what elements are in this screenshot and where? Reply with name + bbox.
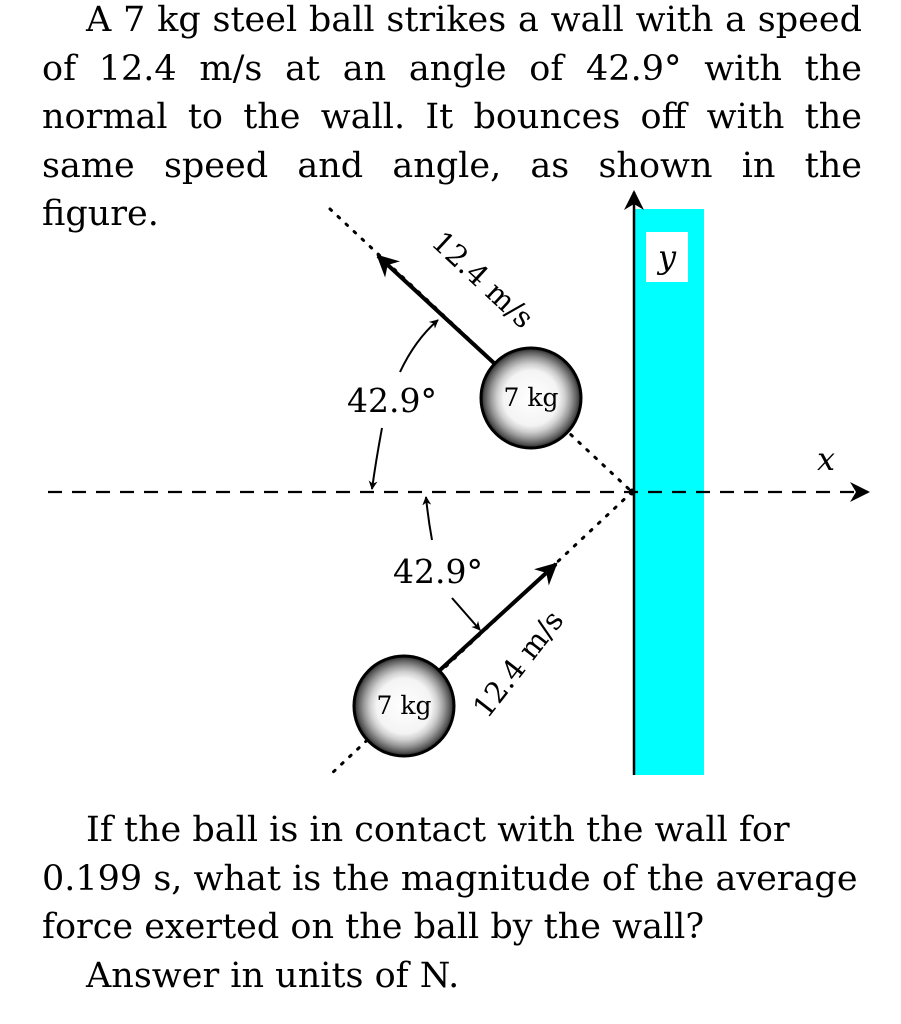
intro-line-3: normal to the wall. It bounces off with … — [42, 97, 862, 137]
lower-ball-label: 7 kg — [376, 691, 431, 720]
answer-prompt: Answer in units of N. — [86, 956, 460, 996]
lower-trajectory — [328, 490, 634, 777]
lower-speed-label: 12.4 m/s — [466, 604, 570, 724]
lower-angle-label: 42.9° — [393, 552, 483, 591]
upper-ball-label: 7 kg — [503, 383, 558, 412]
problem-intro: A 7 kg steel ball strikes a wall with a … — [42, 0, 862, 239]
question-line-3: force exerted on the ball by the wall? — [42, 907, 705, 947]
intro-line-2: of 12.4 m/s at an angle of 42.9° with th… — [42, 48, 862, 89]
upper-angle-arc-bottom — [368, 427, 383, 490]
y-label-box — [646, 232, 688, 282]
upper-speed-label: 12.4 m/s — [425, 224, 540, 335]
problem-question: If the ball is in contact with the wall … — [42, 806, 862, 952]
upper-velocity-arrow — [376, 254, 497, 366]
upper-angle-label: 42.9° — [347, 381, 437, 420]
lower-ball: 7 kg — [352, 654, 456, 758]
question-line-1: If the ball is in contact with the wall … — [86, 810, 790, 850]
question-line-2: 0.199 s, what is the magnitude of the av… — [42, 858, 858, 899]
intro-line-1: A 7 kg steel ball strikes a wall with a … — [86, 0, 862, 40]
lower-angle-arc-top — [422, 496, 433, 541]
upper-ball: 7 kg — [479, 346, 583, 450]
upper-angle-arc-top — [399, 319, 439, 373]
wall — [634, 209, 704, 775]
lower-angle-arc-bottom — [451, 597, 481, 631]
intro-line-4: same speed and angle, as shown in the fi… — [42, 145, 862, 235]
lower-velocity-arrow — [438, 562, 558, 672]
y-axis-label: y — [656, 238, 677, 276]
x-axis-label: x — [817, 440, 835, 478]
